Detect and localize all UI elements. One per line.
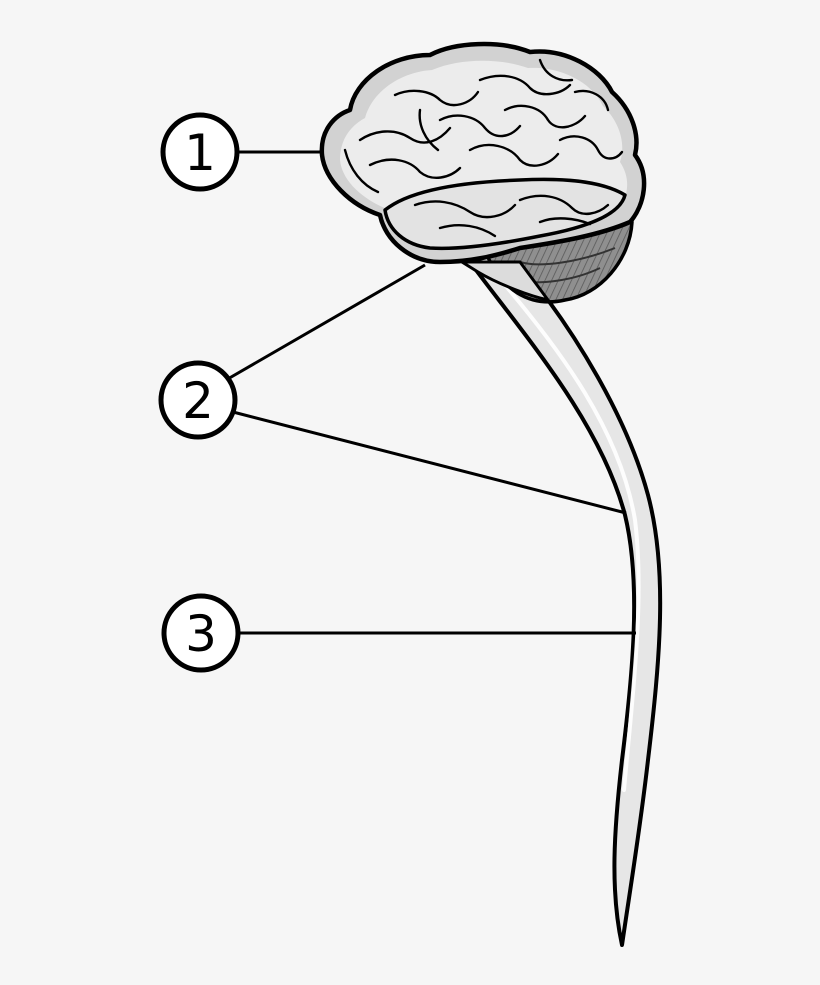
leader-line-2b [232, 410, 627, 515]
callout-1: 1 [160, 112, 240, 192]
callout-number: 1 [184, 124, 216, 182]
callout-2: 2 [158, 360, 238, 440]
callout-number: 3 [185, 605, 217, 663]
callout-circle [158, 360, 238, 440]
cerebrum [319, 41, 647, 265]
leader-line-2a [225, 263, 426, 382]
leader-lines [225, 150, 636, 635]
gyri [343, 58, 624, 238]
callout-circle [161, 593, 241, 673]
spinal-cord [468, 260, 663, 947]
callout-circle [160, 112, 240, 192]
callout-3: 3 [161, 593, 241, 673]
brain-stem [456, 260, 552, 303]
callout-number: 2 [182, 372, 214, 430]
